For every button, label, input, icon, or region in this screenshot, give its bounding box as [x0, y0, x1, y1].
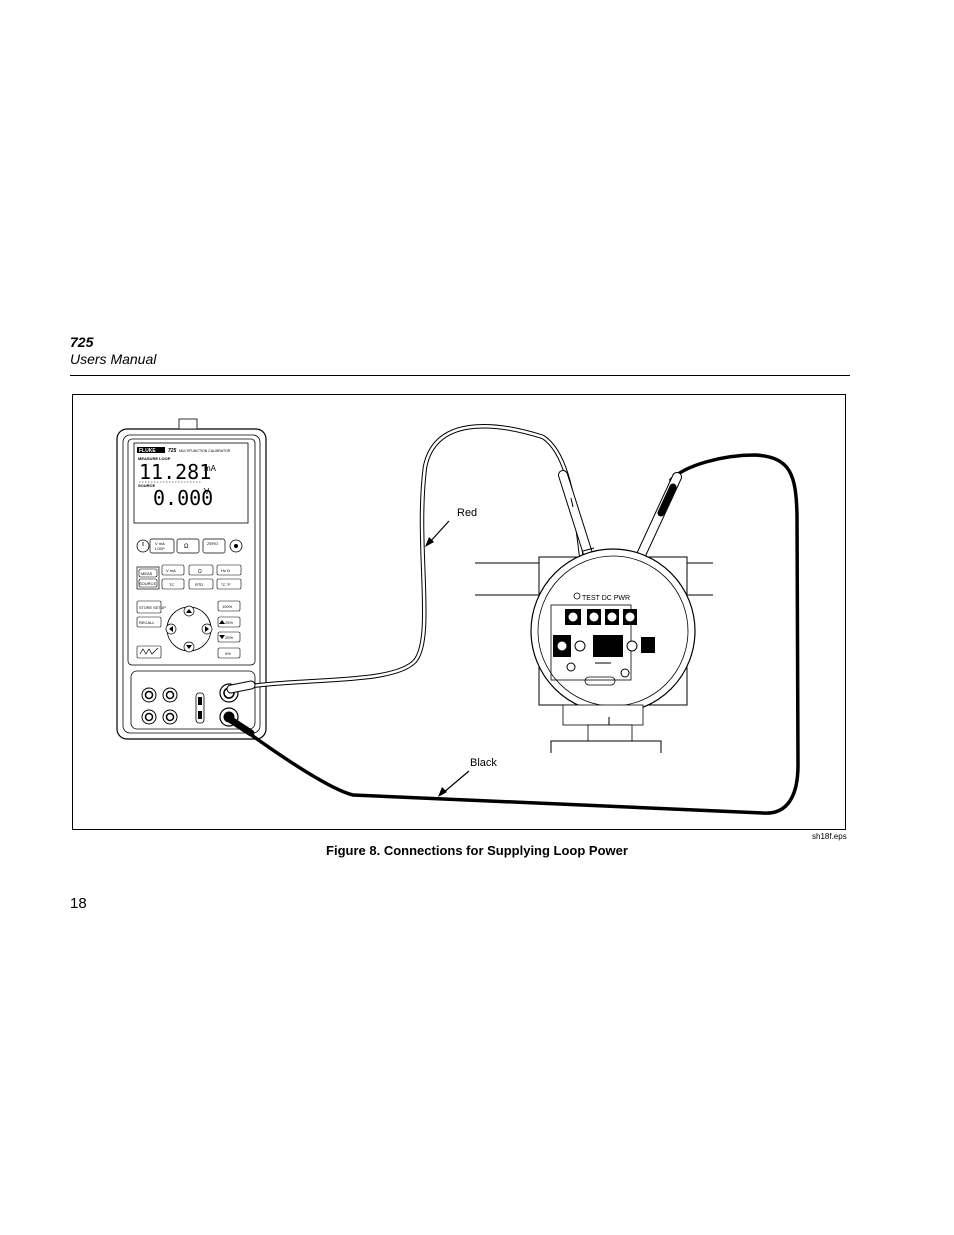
key-ohm-measure: Ω [198, 569, 202, 575]
key-25-percent-up: 25% [225, 620, 233, 625]
header-manual-title: Users Manual [70, 351, 157, 367]
key-25-percent-down: 25% [225, 635, 233, 640]
meter-measure-label: MEASURE LOOP [138, 456, 171, 461]
key-hz: Hz Ω [221, 568, 230, 573]
key-0-percent: 0% [225, 651, 231, 656]
meter-subtitle: MULTIFUNCTION CALIBRATOR [179, 449, 231, 453]
key-recall: RECALL [139, 620, 155, 625]
figure-illustration: FLUKE 725 MULTIFUNCTION CALIBRATOR MEASU… [116, 418, 800, 815]
header-rule [70, 375, 850, 376]
terminal-label: TEST DC PWR [582, 595, 630, 602]
meter-measure-value: 11.281 [139, 460, 211, 484]
figure-file-id: sh18f.eps [812, 832, 847, 841]
black-lead-label: Black [470, 757, 497, 769]
meter-source-value: 0.000 [153, 486, 213, 510]
key-meas: MEAS [141, 571, 153, 576]
key-rtd: RTD [195, 582, 203, 587]
key-source: SOURCE [139, 581, 156, 586]
red-lead-label: Red [457, 507, 478, 519]
up-arrow-icon [186, 609, 192, 613]
meter-source-unit: V [204, 487, 210, 496]
red-pointer-arrow [425, 520, 450, 547]
key-v-ma: V mA [166, 568, 176, 573]
transmitter-housing: TEST DC PWR + [475, 548, 713, 753]
header-model: 725 [70, 334, 94, 350]
meter-brand: FLUKE [139, 448, 156, 454]
calibrator-meter: FLUKE 725 MULTIFUNCTION CALIBRATOR MEASU… [116, 418, 267, 740]
left-arrow-icon [169, 626, 173, 632]
figure-frame: FLUKE 725 MULTIFUNCTION CALIBRATOR MEASU… [72, 394, 846, 830]
svg-text:+: + [597, 646, 602, 655]
key-ohm: Ω [184, 544, 189, 550]
meter-source-label: SOURCE [138, 483, 155, 488]
page-number: 18 [70, 895, 87, 912]
right-arrow-icon [205, 626, 209, 632]
meter-model: 725 [168, 448, 177, 454]
key-100-percent: 100% [222, 604, 233, 609]
meter-measure-unit: mA [204, 464, 217, 473]
ramp-icon [139, 647, 159, 655]
figure-caption: Figure 8. Connections for Supplying Loop… [326, 843, 628, 858]
red-test-lead [226, 424, 596, 694]
black-pointer-arrow [438, 770, 470, 797]
key-store-setup: STORE SETUP [139, 606, 166, 610]
key-tc: TC [169, 582, 174, 587]
black-test-lead [227, 453, 800, 815]
down-arrow-icon [186, 645, 192, 649]
key-celsius-fahrenheit: °C °F [221, 582, 231, 587]
key-zero: ZERO [207, 541, 218, 546]
key-v-ma-loop: V mA [155, 541, 165, 546]
key-loop-label: LOOP [155, 547, 165, 551]
